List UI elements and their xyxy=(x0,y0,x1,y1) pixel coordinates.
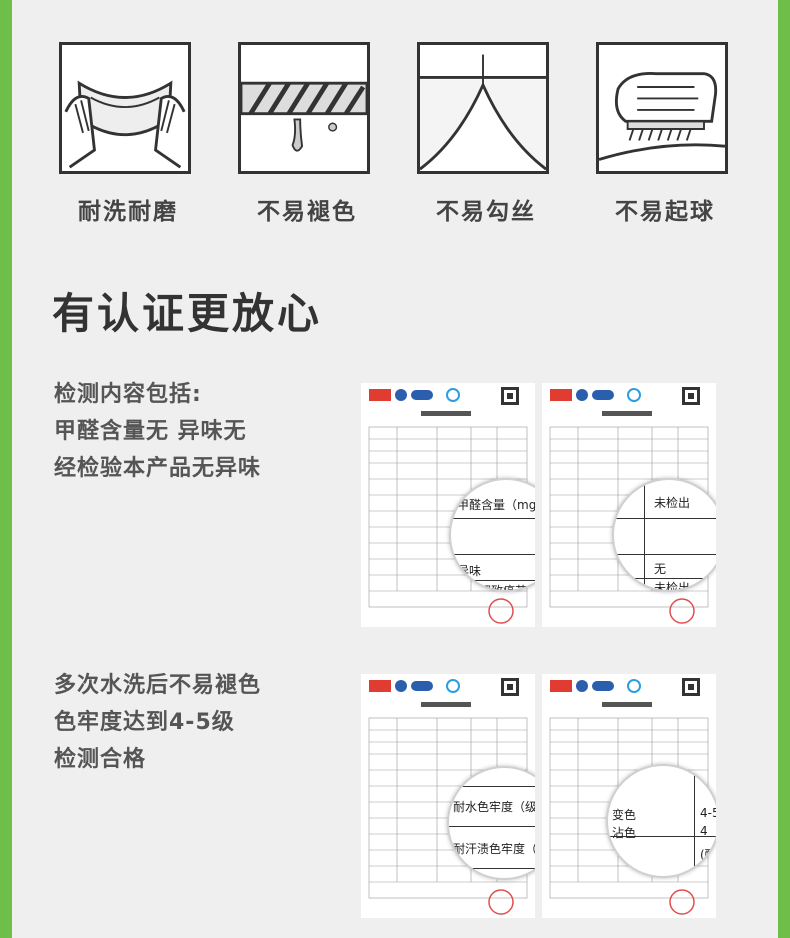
test-report-image: 甲醛含量（mg/kg 异味 分解致癌芳 xyxy=(361,383,535,627)
text-line: 检测内容包括: xyxy=(54,382,202,407)
magnified-value: (酸性 xyxy=(700,848,716,862)
magnified-value: 无 xyxy=(654,562,667,576)
hands-washing-fabric-icon xyxy=(59,42,191,174)
test-report-image: 耐水色牢度（级） 耐汗渍色牢度（级） xyxy=(361,674,535,918)
test-contents-text: 检测内容包括: 甲醛含量无 异味无 经检验本产品无异味 xyxy=(54,376,261,487)
magnifier-formaldehyde: 甲醛含量（mg/kg 异味 分解致癌芳 xyxy=(449,478,535,592)
magnified-label: 耐水色牢度（级） xyxy=(453,800,535,814)
magnified-value: 4 xyxy=(700,824,708,838)
magnified-value: 4 xyxy=(700,864,708,878)
report-table-icon xyxy=(368,678,528,915)
text-line: 甲醛含量无 异味无 xyxy=(54,419,247,444)
magnified-value: 未检出 xyxy=(654,581,691,592)
hand-brush-fabric-icon xyxy=(596,42,728,174)
color-fastness-text: 多次水洗后不易褪色 色牢度达到4-5级 检测合格 xyxy=(54,667,261,778)
magnified-label: 色 xyxy=(624,866,637,878)
magnifier-color-fastness: 耐水色牢度（级） 耐汗渍色牢度（级） xyxy=(447,766,535,880)
section-title: 有认证更放心 xyxy=(52,289,323,338)
magnified-label: 异味 xyxy=(457,564,482,578)
feature-label: 不易褪色 xyxy=(257,199,357,225)
magnified-label: 甲醛含量（mg/kg xyxy=(457,498,535,512)
magnified-label: 分解致癌芳 xyxy=(467,584,528,592)
magnifier-results: 未检出 无 未检出 xyxy=(612,478,716,592)
page: 耐洗耐磨 不易褪色 不易勾丝 xyxy=(12,0,778,938)
magnified-label: 沾色 xyxy=(612,826,637,840)
text-line: 经检验本产品无异味 xyxy=(54,456,262,481)
feature-pilling-resistant: 不易起球 xyxy=(596,42,734,225)
magnified-label: 变色 xyxy=(612,808,637,822)
magnified-label: 耐汗渍色牢度（级） xyxy=(453,842,535,856)
fabric-stretch-icon xyxy=(417,42,549,174)
text-line: 多次水洗后不易褪色 xyxy=(54,673,262,698)
test-report-image: 未检出 无 未检出 xyxy=(542,383,716,627)
feature-label: 不易勾丝 xyxy=(436,199,536,225)
twisted-fabric-drip-icon xyxy=(238,42,370,174)
text-line: 色牢度达到4-5级 xyxy=(54,710,235,735)
feature-label: 不易起球 xyxy=(615,199,715,225)
feature-colorfast: 不易褪色 xyxy=(238,42,376,225)
feature-snag-resistant: 不易勾丝 xyxy=(417,42,555,225)
magnified-value: 4-5 xyxy=(700,806,716,820)
magnifier-grades: 变色 4-5 沾色 4 (酸性 色 4 xyxy=(606,764,716,878)
feature-durable: 耐洗耐磨 xyxy=(59,42,197,225)
test-report-image: 变色 4-5 沾色 4 (酸性 色 4 xyxy=(542,674,716,918)
text-line: 检测合格 xyxy=(54,747,147,772)
feature-label: 耐洗耐磨 xyxy=(78,199,178,225)
magnified-value: 未检出 xyxy=(654,496,691,510)
